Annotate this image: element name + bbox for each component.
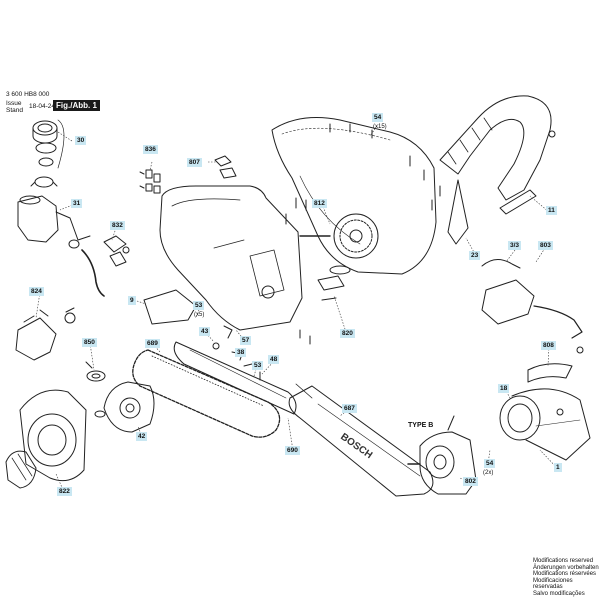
callout-690: 690 (285, 446, 300, 455)
callout-1: 1 (554, 463, 562, 472)
mod-line: Salvo modificações (533, 590, 585, 597)
qty-x15: (x15) (373, 124, 387, 130)
callout-802: 802 (463, 477, 478, 486)
mod-line: Modificaciones reservadas (533, 577, 573, 591)
callout-54-bottom: 54 (484, 459, 496, 468)
type-b-label: TYPE B (408, 422, 434, 429)
part-850 (85, 361, 106, 382)
callout-42: 42 (136, 432, 148, 441)
lever-824 (15, 307, 76, 361)
front-handle-11 (439, 95, 556, 245)
mod-line: Modifications reserved (533, 558, 594, 564)
callout-836: 836 (143, 145, 158, 154)
sprocket-cover-42 (94, 381, 155, 433)
oil-tank-31 (17, 195, 91, 249)
callout-57: 57 (240, 336, 252, 345)
clip-807 (214, 155, 237, 179)
callout-822: 822 (57, 487, 72, 496)
motor-cover-1 (499, 388, 591, 461)
cable-803 (481, 259, 584, 354)
mod-line: Modifications réservées (533, 571, 597, 578)
pad-9 (143, 289, 197, 325)
callout-820: 820 (340, 329, 355, 338)
modifications-notice: Modifications reserved Änderungen vorbeh… (533, 558, 600, 598)
mod-line: Änderungen vorbehalten (533, 564, 599, 571)
gear-812 (299, 213, 379, 275)
part-820 (317, 275, 345, 301)
callout-11: 11 (546, 206, 557, 215)
motor-802 (407, 415, 477, 495)
callout-824: 824 (29, 287, 44, 296)
callout-23: 23 (469, 251, 481, 260)
saw-chain-689 (132, 349, 281, 438)
callout-9: 9 (128, 296, 136, 305)
callout-31: 31 (71, 199, 83, 208)
callout-803: 803 (538, 241, 553, 250)
callout-43: 43 (199, 327, 211, 336)
issue-label: Issue (6, 100, 22, 107)
callout-18: 18 (498, 384, 510, 393)
doc-number: 3 600 HB8 000 (6, 91, 50, 98)
callout-3-3: 3/3 (508, 241, 522, 250)
callout-54-top: 54 (372, 113, 384, 122)
issue-date: 18-04-24 (29, 103, 56, 110)
callout-812: 812 (312, 199, 327, 208)
callout-687: 687 (342, 404, 357, 413)
callout-807: 807 (187, 158, 202, 167)
callout-53-upper: 53 (193, 301, 205, 310)
end-cap-822 (5, 389, 87, 489)
switch-parts-832 (103, 235, 130, 267)
figure-label: Fig./Abb. 1 (53, 100, 100, 111)
qty-x5: (x5) (194, 312, 205, 318)
housing-right (271, 117, 437, 275)
cover-808 (527, 363, 573, 383)
callout-38: 38 (235, 348, 247, 357)
stand-label: Stand (6, 107, 23, 114)
callout-850: 850 (82, 338, 97, 347)
callout-689: 689 (145, 339, 160, 348)
callout-832: 832 (110, 221, 125, 230)
callout-53-lower: 53 (252, 361, 264, 370)
bar-guard-687 (288, 383, 434, 497)
qty-2x: (2x) (483, 470, 494, 476)
guard-brand-text: BOSCH (338, 431, 374, 461)
screws (285, 123, 441, 345)
callout-808: 808 (541, 341, 556, 350)
cap-assembly-30 (30, 119, 65, 188)
callout-30: 30 (75, 136, 87, 145)
small-parts-836 (139, 169, 161, 194)
housing-left (159, 185, 303, 331)
callout-48: 48 (268, 355, 280, 364)
